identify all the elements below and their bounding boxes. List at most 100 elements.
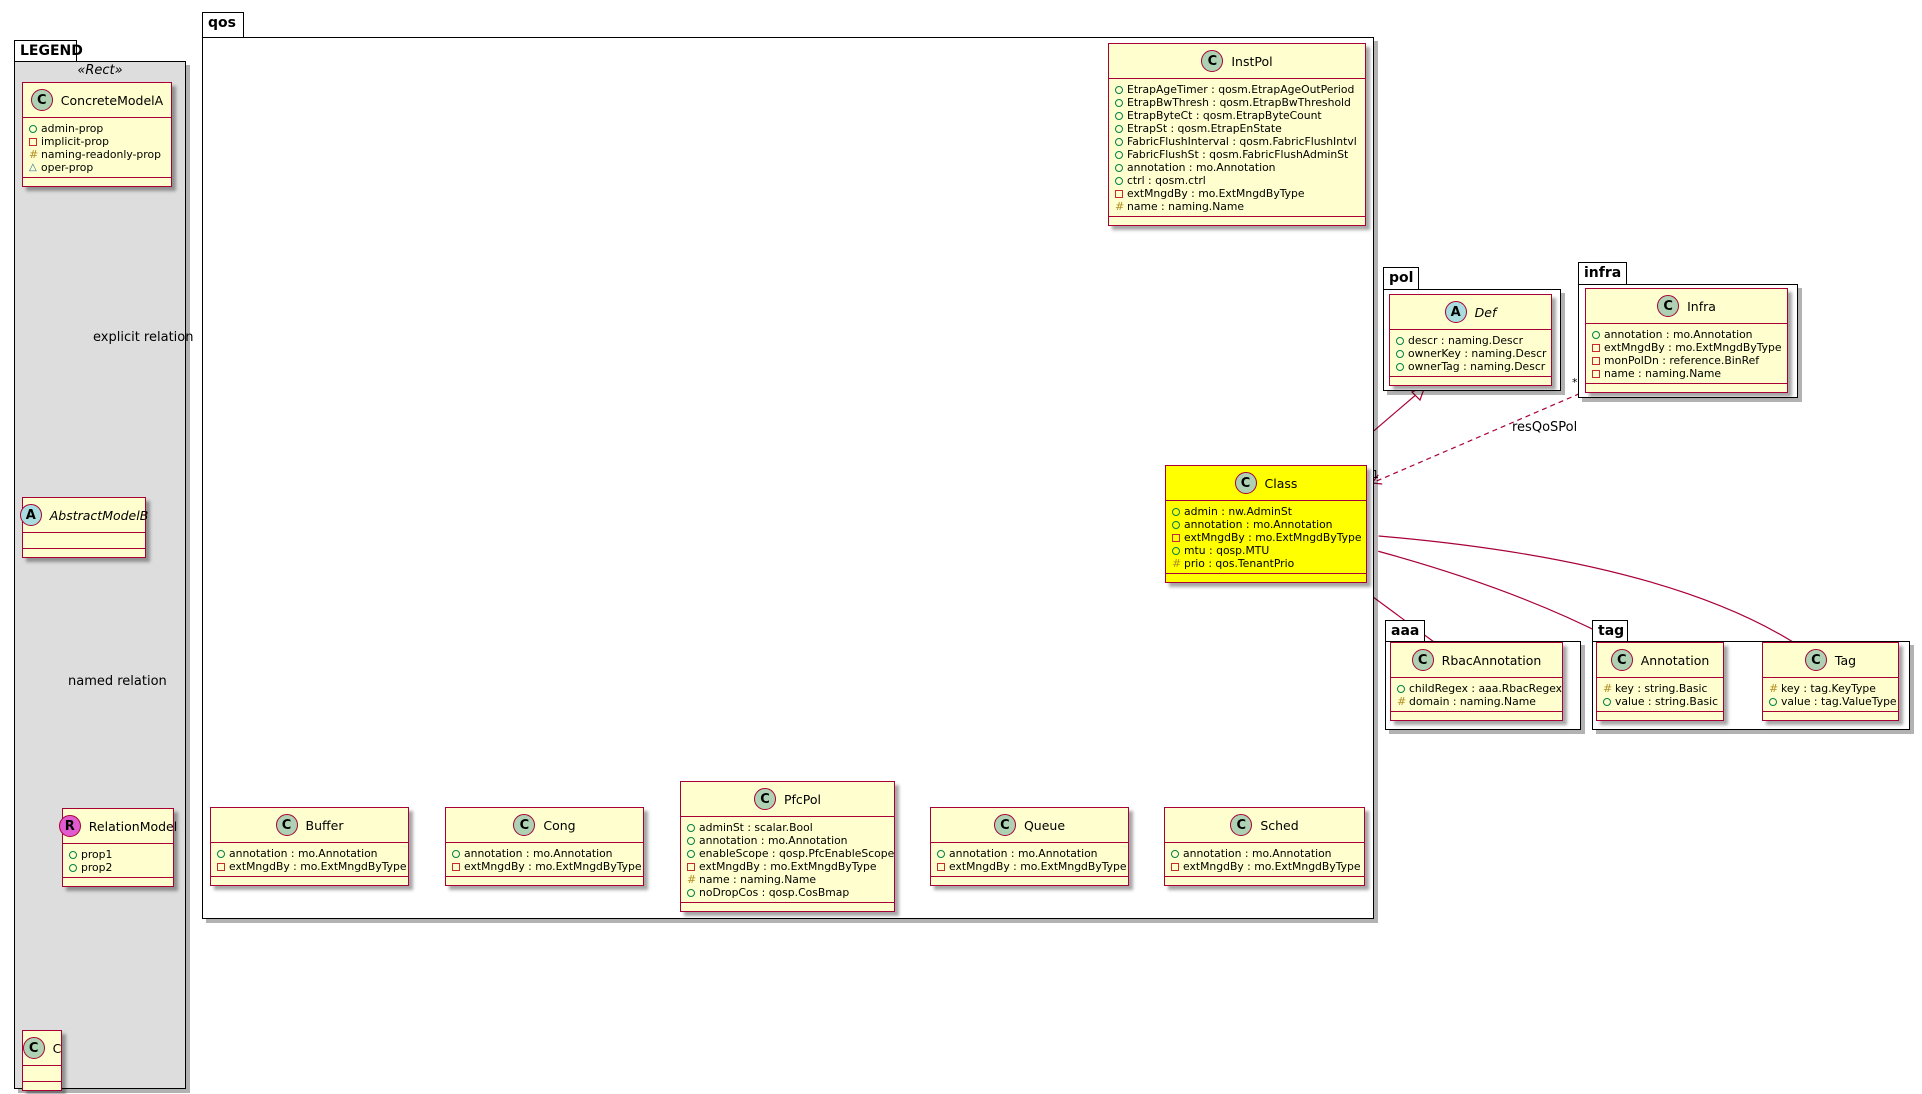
class-methods	[63, 878, 173, 886]
class-name: Annotation	[1640, 652, 1710, 668]
attribute-text: annotation : mo.Annotation	[464, 847, 613, 860]
public-visibility-icon	[1115, 137, 1127, 146]
private-visibility-icon	[1172, 533, 1184, 542]
attribute-row: value : string.Basic	[1603, 695, 1719, 708]
attribute-text: enableScope : qosp.PfcEnableScope	[699, 847, 895, 860]
attribute-text: ownerKey : naming.Descr	[1408, 347, 1547, 360]
attribute-row: extMngdBy : mo.ExtMngdByType	[687, 860, 888, 873]
public-visibility-icon	[1603, 697, 1615, 706]
attribute-text: name : naming.Name	[1604, 367, 1722, 380]
class-kind-icon: A	[1444, 301, 1467, 323]
attribute-text: domain : naming.Name	[1409, 695, 1536, 708]
class-kind-icon: C	[1411, 649, 1434, 671]
attribute-text: value : string.Basic	[1615, 695, 1719, 708]
class-name: C	[52, 1040, 62, 1056]
public-visibility-icon	[1592, 330, 1604, 339]
class-kind-icon: A	[19, 504, 42, 526]
class-methods	[1390, 377, 1551, 385]
attribute-row: value : tag.ValueType	[1769, 695, 1897, 708]
attribute-row: annotation : mo.Annotation	[217, 847, 402, 860]
attribute-text: prop1	[81, 848, 113, 861]
public-visibility-icon	[937, 849, 949, 858]
class-kind-icon: C	[1234, 472, 1257, 494]
attribute-row: △oper-prop	[29, 161, 165, 174]
attribute-text: admin-prop	[41, 122, 104, 135]
public-visibility-icon	[1769, 697, 1781, 706]
attribute-row: annotation : mo.Annotation	[452, 847, 637, 860]
public-visibility-icon	[687, 836, 699, 845]
private-visibility-icon	[217, 862, 229, 871]
attribute-row: extMngdBy : mo.ExtMngdByType	[937, 860, 1127, 873]
attribute-text: implicit-prop	[41, 135, 109, 148]
attribute-text: annotation : mo.Annotation	[1183, 847, 1332, 860]
attribute-row: enableScope : qosp.PfcEnableScope	[687, 847, 894, 860]
attribute-text: naming-readonly-prop	[41, 148, 161, 161]
attribute-row: annotation : mo.Annotation	[1592, 328, 1781, 341]
public-visibility-icon	[687, 823, 699, 832]
protected-visibility-icon: #	[1769, 681, 1779, 695]
attribute-row: #key : tag.KeyType	[1769, 682, 1892, 695]
class-header: C Annotation	[1597, 643, 1723, 678]
class-kind-icon: C	[1610, 649, 1633, 671]
class-name: ConcreteModelA	[60, 92, 164, 108]
public-visibility-icon	[1396, 349, 1408, 358]
public-visibility-icon	[29, 124, 41, 133]
class-methods	[23, 178, 171, 186]
res-qos-pol-label: resQoSPol	[1512, 420, 1578, 435]
attribute-text: key : tag.KeyType	[1781, 682, 1876, 695]
attribute-row: #prio : qos.TenantPrio	[1172, 557, 1360, 570]
attribute-row: EtrapBwThresh : qosm.EtrapBwThreshold	[1115, 96, 1359, 109]
public-visibility-icon	[217, 849, 229, 858]
public-visibility-icon	[1115, 111, 1127, 120]
attribute-text: value : tag.ValueType	[1781, 695, 1897, 708]
public-visibility-icon	[1397, 684, 1409, 693]
attribute-row: annotation : mo.Annotation	[687, 834, 888, 847]
attribute-row: descr : naming.Descr	[1396, 334, 1545, 347]
attribute-row: annotation : mo.Annotation	[1172, 518, 1360, 531]
attribute-row: implicit-prop	[29, 135, 165, 148]
class-kind-icon: C	[753, 788, 776, 810]
attribute-text: extMngdBy : mo.ExtMngdByType	[229, 860, 407, 873]
attribute-text: extMngdBy : mo.ExtMngdByType	[949, 860, 1127, 873]
class-kind-icon: C	[1230, 814, 1253, 836]
class-kind-icon: C	[275, 814, 298, 836]
class-attributes	[23, 533, 145, 549]
attribute-text: annotation : mo.Annotation	[1127, 161, 1276, 174]
attribute-text: extMngdBy : mo.ExtMngdByType	[1183, 860, 1361, 873]
class-name: Def	[1474, 304, 1497, 320]
public-visibility-icon	[1115, 98, 1127, 107]
public-visibility-icon	[69, 850, 81, 859]
private-visibility-icon	[1592, 343, 1604, 352]
public-visibility-icon	[1172, 546, 1184, 555]
public-visibility-icon	[1115, 150, 1127, 159]
protected-visibility-icon: #	[1397, 694, 1407, 708]
class-methods	[211, 877, 408, 885]
private-visibility-icon	[1592, 356, 1604, 365]
